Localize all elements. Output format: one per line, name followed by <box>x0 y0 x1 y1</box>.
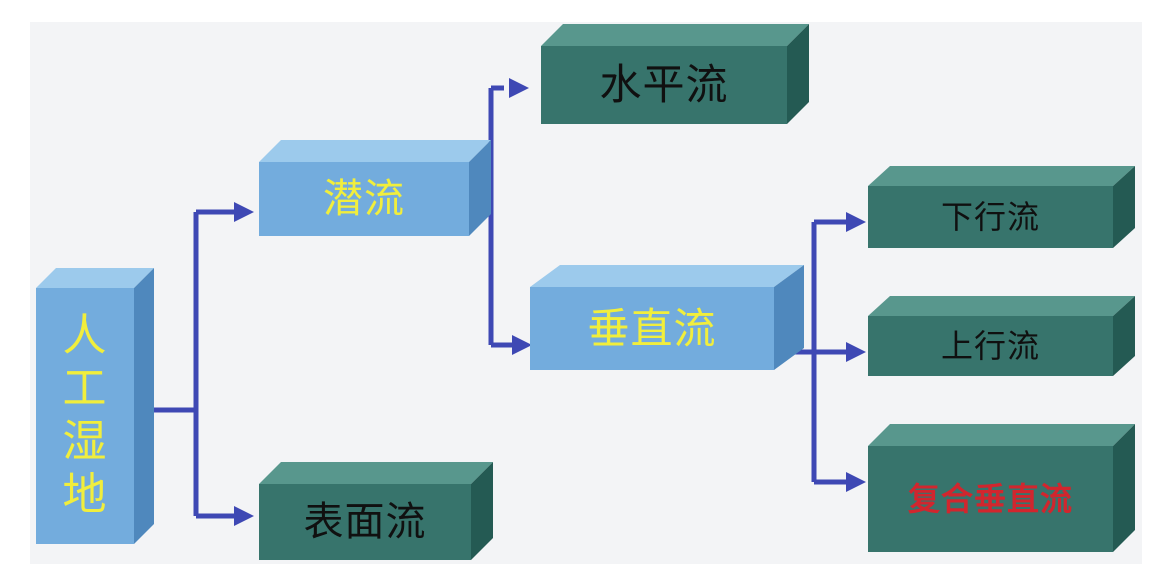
box-side-face <box>134 268 154 544</box>
box-top-face <box>259 140 491 162</box>
box-top-face <box>36 268 154 288</box>
box-side-face <box>471 462 493 560</box>
box-downflow <box>868 166 1135 248</box>
box-composite-vertical-flow <box>868 424 1135 552</box>
arrowhead-to-horizontal-flow <box>509 78 529 98</box>
box-artificial-wetland <box>36 268 154 544</box>
arrowhead-to-vertical-flow <box>512 335 532 355</box>
box-top-face <box>868 296 1135 316</box>
box-front-face <box>259 484 471 560</box>
box-side-face <box>1113 166 1135 248</box>
box-front-face <box>868 446 1113 552</box>
box-side-face <box>774 265 804 370</box>
box-front-face <box>868 186 1113 248</box>
box-side-face <box>469 140 491 236</box>
box-front-face <box>541 46 787 124</box>
arrowhead-to-upflow <box>846 342 866 362</box>
label-horizontal-flow: 水平流 <box>599 60 729 109</box>
label-surface-flow: 表面流 <box>303 499 427 545</box>
box-surface-flow <box>259 462 493 560</box>
connector-artificial-wetland-to-subsurface-and-surface <box>154 209 236 519</box>
box-top-face <box>259 462 493 484</box>
label-artificial-wetland: 人工湿地 <box>62 310 108 520</box>
box-top-face <box>868 166 1135 186</box>
label-upflow: 上行流 <box>940 327 1040 365</box>
box-front-face <box>868 316 1113 376</box>
box-front-face <box>36 288 134 544</box>
box-side-face <box>1113 296 1135 376</box>
arrowhead-to-subsurface-flow <box>234 202 254 222</box>
box-top-face <box>530 265 804 287</box>
label-subsurface-flow: 潜流 <box>323 176 405 222</box>
box-front-face <box>530 287 774 370</box>
box-horizontal-flow <box>541 24 809 124</box>
box-top-face <box>541 24 809 46</box>
box-top-face <box>868 424 1135 446</box>
box-side-face <box>1113 424 1135 552</box>
label-vertical-flow: 垂直流 <box>587 303 717 353</box>
box-front-face <box>259 162 469 236</box>
box-subsurface-flow <box>259 140 491 236</box>
arrowhead-to-composite-vertical-flow <box>846 472 866 492</box>
arrowhead-to-downflow <box>846 212 866 232</box>
box-vertical-flow <box>530 265 804 370</box>
box-side-face <box>787 24 809 124</box>
box-upflow <box>868 296 1135 376</box>
arrowhead-to-surface-flow <box>234 506 254 526</box>
label-composite-vertical-flow: 复合垂直流 <box>907 480 1073 518</box>
label-downflow: 下行流 <box>940 198 1040 236</box>
